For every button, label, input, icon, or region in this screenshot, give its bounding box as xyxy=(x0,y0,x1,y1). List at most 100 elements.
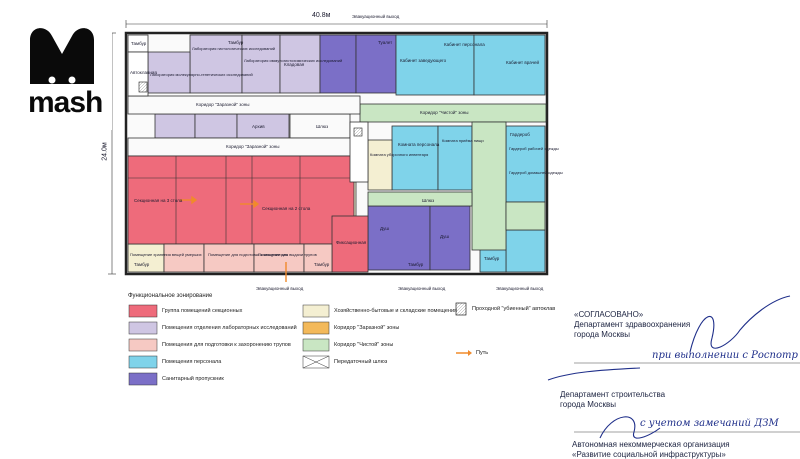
room-label: Лаборатория гистологических исследований xyxy=(192,46,276,51)
room-label: Фиксационная xyxy=(336,240,367,245)
room-label: Лаборатория иммуногистохимических исслед… xyxy=(244,58,343,63)
room-label: Комната уборочного инвентаря xyxy=(370,152,429,157)
legend-label: Проходной "убиенный" автоклав xyxy=(472,306,556,312)
room-label: Душ xyxy=(380,226,390,231)
zone-utility-a xyxy=(367,139,393,191)
room-label: Автоклавная xyxy=(130,70,157,75)
mash-logo: mash xyxy=(12,18,112,130)
legend-label: Коридор "Заразной" зоны xyxy=(334,325,400,331)
legend-swatch-1 xyxy=(128,321,158,335)
zone-sanitary-d xyxy=(429,205,471,271)
legend-swatch-3 xyxy=(128,355,158,369)
room-label: Душ xyxy=(440,234,450,239)
zone-staff-c xyxy=(391,125,439,191)
room-label: Гардероб xyxy=(510,132,530,137)
legend-label: Помещения отделения лабораторных исследо… xyxy=(162,325,297,331)
room-label: Секционная на 2 стола xyxy=(262,206,311,211)
exit-label: Эвакуационный выход xyxy=(256,286,304,291)
legend-swatch-9 xyxy=(455,302,467,316)
legend-label: Помещения персонала xyxy=(162,359,222,365)
room-label: Гардероб рабочей одежды xyxy=(509,146,559,151)
zone-sections-fix xyxy=(331,215,369,273)
room-label: Кладовая xyxy=(284,62,305,67)
zone-burial-b xyxy=(203,243,255,273)
zone-lab-a xyxy=(189,34,243,94)
approval-ano: Автономная некоммерческая организация xyxy=(572,440,730,449)
legend-label: Передаточный шлюз xyxy=(334,359,388,365)
legend-title: Функциональное зонирование xyxy=(128,293,213,299)
zone-sanitary-a xyxy=(319,34,357,94)
zone-lab-b xyxy=(241,34,281,94)
room-label: Тамбур xyxy=(484,256,500,261)
room-label: Коридор "Заразной" зоны xyxy=(226,144,280,149)
zone-staff-a xyxy=(395,34,475,96)
exit-label: Эвакуационный выход xyxy=(398,286,446,291)
dimension-width: 40.8м xyxy=(312,12,331,19)
room-label: Кабинет персонала xyxy=(444,42,485,47)
zone-staff-d xyxy=(437,125,473,191)
legend-swatches xyxy=(128,302,472,386)
approval-dept-health-city: города Москвы xyxy=(574,330,630,339)
room-label: Туалет xyxy=(378,40,393,45)
approval-heading: «СОГЛАСОВАНО» xyxy=(574,310,644,319)
zone-sanitary-c xyxy=(367,205,431,271)
approval-dept-build: Департамент строительства xyxy=(560,390,666,399)
sluice-symbol-a xyxy=(138,81,148,93)
zone-staff-b xyxy=(473,34,546,96)
zone-utility-b xyxy=(127,243,165,273)
room-label: Кабинет врачей xyxy=(506,60,540,65)
zone-sections xyxy=(127,155,355,245)
room-label: Помещение хранения вещей умерших xyxy=(130,252,202,257)
room-label: Помещение для подготовки к захоронению xyxy=(208,252,289,257)
mash-logo-text: mash xyxy=(28,86,103,119)
zone-lab-c xyxy=(279,34,321,94)
legend-label: Помещения для подготовки к захоронению т… xyxy=(162,342,291,348)
approval-dept-health: Департамент здравоохранения xyxy=(574,320,691,329)
legend-swatch-5 xyxy=(302,304,330,318)
room-label: Коридор "Чистой" зоны xyxy=(420,110,469,115)
room-label: Комната персонала xyxy=(398,142,440,147)
mash-logo-icon xyxy=(30,28,94,84)
zone-staff-f xyxy=(505,229,546,273)
room-label: Тамбур xyxy=(408,262,424,267)
room-label: Тамбур xyxy=(314,262,330,267)
zone-lab-f xyxy=(194,113,238,139)
room-label: Лаборатория молекулярно-генетических исс… xyxy=(150,72,253,77)
zone-clean-corridor-d xyxy=(505,201,546,231)
room-label: Тамбур xyxy=(131,41,147,46)
zone-clean-corridor-c xyxy=(367,191,473,207)
legend-label: Группа помещений секционных xyxy=(162,308,243,314)
zone-burial-d xyxy=(303,243,333,273)
room-label: Кабинет заведующего xyxy=(400,58,447,63)
zone-utility-d xyxy=(289,113,351,139)
room-label: Коридор "Заразной" зоны xyxy=(196,102,250,107)
approval-ano-name: «Развитие социальной инфраструктуры» xyxy=(572,450,726,459)
zone-lab-d xyxy=(147,51,191,94)
zone-burial-c xyxy=(253,243,305,273)
legend-label: Коридор "Чистой" зоны xyxy=(334,342,394,348)
dimension-height: 24.0м xyxy=(101,142,109,161)
signature-marks xyxy=(547,295,791,439)
zone-burial-a xyxy=(163,243,205,273)
room-label: Тамбур xyxy=(228,40,244,45)
room-label: Архив xyxy=(252,124,265,129)
zone-dirty-corridor xyxy=(127,95,361,115)
zone-clean-corridor-b xyxy=(471,121,507,251)
legend-label: Санитарный пропускник xyxy=(162,376,224,382)
path-arrows xyxy=(180,195,287,282)
room-label: Шлюз xyxy=(316,124,329,129)
approval-dept-build-city: города Москвы xyxy=(560,400,616,409)
room-label: Тамбур xyxy=(134,262,150,267)
room-label: Секционная на 3 стола xyxy=(134,198,183,203)
exit-label: Эвакуационный выход xyxy=(352,14,400,19)
zone-sanitary-b xyxy=(355,34,397,94)
room-label: Помещение для выдачи трупов xyxy=(258,252,317,257)
legend-swatch-6 xyxy=(302,321,330,335)
signature-note: с учетом замечаний ДЗМ xyxy=(640,418,779,429)
sluice-symbol-b xyxy=(353,127,363,137)
exit-label: Эвакуационный выход xyxy=(496,286,544,291)
legend-swatch-7 xyxy=(302,338,330,352)
legend-swatch-2 xyxy=(128,338,158,352)
legend-swatch-0 xyxy=(128,304,158,318)
